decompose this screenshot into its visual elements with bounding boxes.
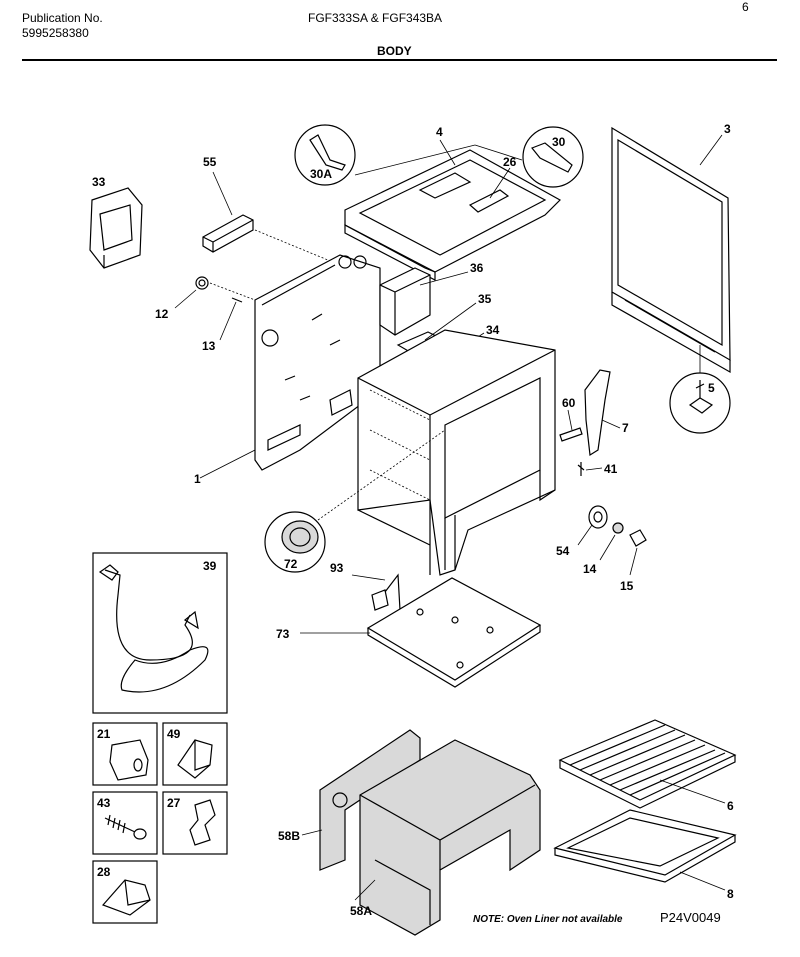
callout-26: 26 xyxy=(503,155,517,169)
callout-58A: 58A xyxy=(350,904,372,918)
callout-30A: 30A xyxy=(310,167,332,181)
header-rule xyxy=(22,59,777,61)
callout-73: 73 xyxy=(276,627,290,641)
part-41-pin xyxy=(577,462,585,476)
detail-5-circle: 5 xyxy=(669,372,731,434)
callout-34: 34 xyxy=(486,323,500,337)
part-49-box: 49 xyxy=(162,722,228,786)
part-12-grommet xyxy=(195,276,209,290)
part-39-power-cord-box xyxy=(92,552,228,714)
page-number: 6 xyxy=(742,0,749,14)
drawing-code: P24V0049 xyxy=(660,910,721,925)
callout-49: 49 xyxy=(167,727,181,741)
model-numbers: FGF333SA & FGF343BA xyxy=(308,11,443,25)
callout-21: 21 xyxy=(97,727,111,741)
callout-55: 55 xyxy=(203,155,217,169)
callout-58B: 58B xyxy=(278,829,300,843)
part-55-block xyxy=(202,214,254,253)
callout-93: 93 xyxy=(330,561,344,575)
callout-3: 3 xyxy=(724,122,731,136)
footer-note: NOTE: Oven Liner not available xyxy=(473,914,623,925)
part-93-bracket xyxy=(371,573,401,611)
callout-35: 35 xyxy=(478,292,492,306)
part-1-rear-panel xyxy=(254,254,381,471)
part-60-bracket xyxy=(559,427,583,442)
part-73-bottom-panel xyxy=(366,577,542,688)
part-36-duct xyxy=(379,267,431,336)
callout-6: 6 xyxy=(727,799,734,813)
callout-15: 15 xyxy=(620,579,634,593)
part-7-hinge xyxy=(584,369,611,457)
callout-43: 43 xyxy=(97,796,111,810)
callout-33: 33 xyxy=(92,175,106,189)
part-6-oven-rack xyxy=(558,719,737,809)
oven-body-frame xyxy=(357,329,556,576)
detail-30A-circle: 30A xyxy=(294,124,356,186)
callout-60: 60 xyxy=(562,396,576,410)
callout-1: 1 xyxy=(194,472,201,486)
callout-14: 14 xyxy=(583,562,597,576)
callout-72: 72 xyxy=(284,557,298,571)
callout-4: 4 xyxy=(436,125,443,139)
publication-label: Publication No. xyxy=(22,11,103,25)
section-title: BODY xyxy=(377,44,412,58)
part-43-box: 43 xyxy=(92,791,158,855)
part-54-bezel xyxy=(588,505,608,529)
callout-5: 5 xyxy=(708,381,715,395)
part-13-screw xyxy=(231,297,243,303)
callout-13: 13 xyxy=(202,339,216,353)
part-28-box: 28 xyxy=(92,860,158,924)
callout-54: 54 xyxy=(556,544,570,558)
part-33-bracket xyxy=(89,187,143,269)
callout-39: 39 xyxy=(203,559,217,573)
callout-8: 8 xyxy=(727,887,734,901)
callout-28: 28 xyxy=(97,865,111,879)
part-14-spring xyxy=(612,522,624,534)
publication-number: 5995258380 xyxy=(22,26,89,40)
part-21-box: 21 xyxy=(92,722,158,786)
callout-30: 30 xyxy=(552,135,566,149)
part-8-broiler-pan xyxy=(553,809,737,883)
part-3-side-panel xyxy=(611,126,731,374)
callout-12: 12 xyxy=(155,307,169,321)
detail-30-circle: 30 xyxy=(522,126,584,188)
callout-7: 7 xyxy=(622,421,629,435)
part-27-box: 27 xyxy=(162,791,228,855)
callout-41: 41 xyxy=(604,462,618,476)
part-15-knob xyxy=(629,529,647,547)
part-4-top-panel xyxy=(344,149,561,281)
callout-36: 36 xyxy=(470,261,484,275)
callout-27: 27 xyxy=(167,796,181,810)
detail-72-circle: 72 xyxy=(264,511,326,573)
part-58A-insulation xyxy=(359,739,541,936)
